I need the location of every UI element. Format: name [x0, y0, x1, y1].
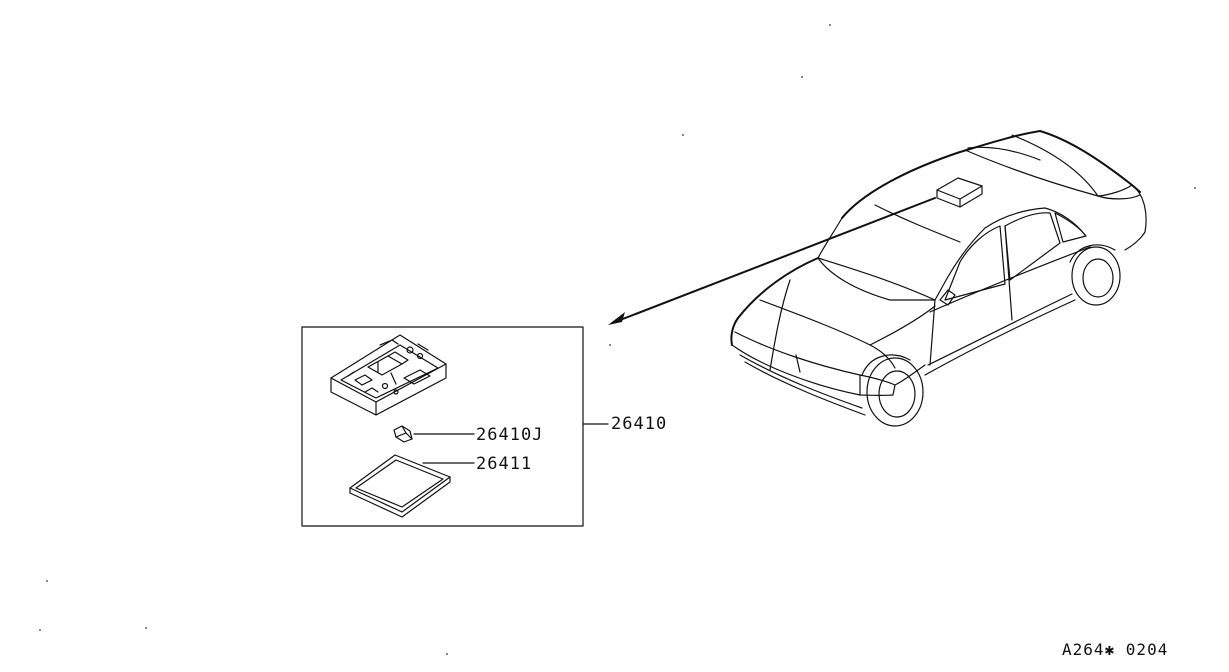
- diagram-code: A264✱ 0204: [1062, 640, 1168, 659]
- leader-arrow: [608, 197, 936, 325]
- part-number-26411: 26411: [476, 454, 532, 474]
- map-lamp-housing: [330, 334, 447, 416]
- lens-icon: [349, 454, 451, 518]
- part-number-26410J: 26410J: [476, 425, 543, 445]
- bulb-icon: [393, 425, 413, 443]
- parts-frame: [301, 326, 584, 527]
- scan-specks: [39, 24, 1196, 655]
- part-number-26410: 26410: [611, 414, 667, 434]
- car-illustration: [730, 130, 1147, 427]
